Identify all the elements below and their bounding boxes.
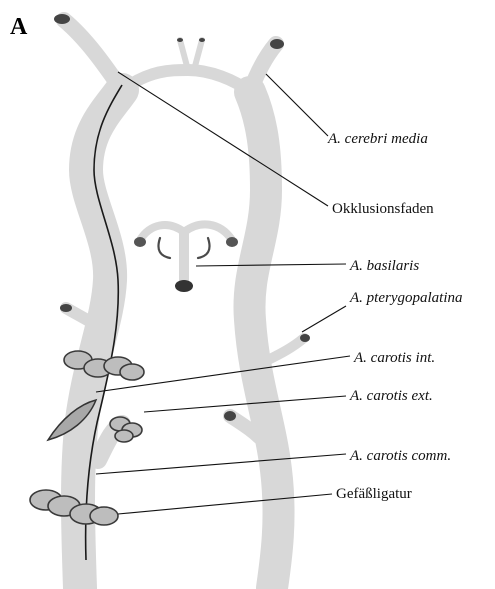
right-pterygopalatine: [268, 338, 304, 360]
label-carotis-comm: A. carotis comm.: [349, 448, 451, 464]
label-basilaris: A. basilaris: [349, 258, 419, 274]
label-gefaessligatur: Gefäßligatur: [336, 486, 412, 502]
circle-arc: [122, 70, 250, 92]
label-carotis-ext: A. carotis ext.: [349, 388, 433, 404]
basilar-complex: [134, 224, 238, 292]
basilar-stump: [175, 280, 193, 292]
label-okklusionsfaden: Okklusionsfaden: [332, 201, 434, 217]
label-pterygopalatina: A. pterygopalatina: [349, 290, 463, 306]
leader-lines: [96, 72, 350, 514]
label-cerebri-media: A. cerebri media: [327, 131, 428, 147]
left-mca: [64, 20, 122, 90]
right-carotid-trunk: [249, 92, 278, 588]
panel-letter: A: [10, 14, 28, 40]
label-carotis-int: A. carotis int.: [353, 350, 435, 366]
ligature-external: [110, 417, 142, 442]
vessel-tree: [54, 14, 310, 588]
